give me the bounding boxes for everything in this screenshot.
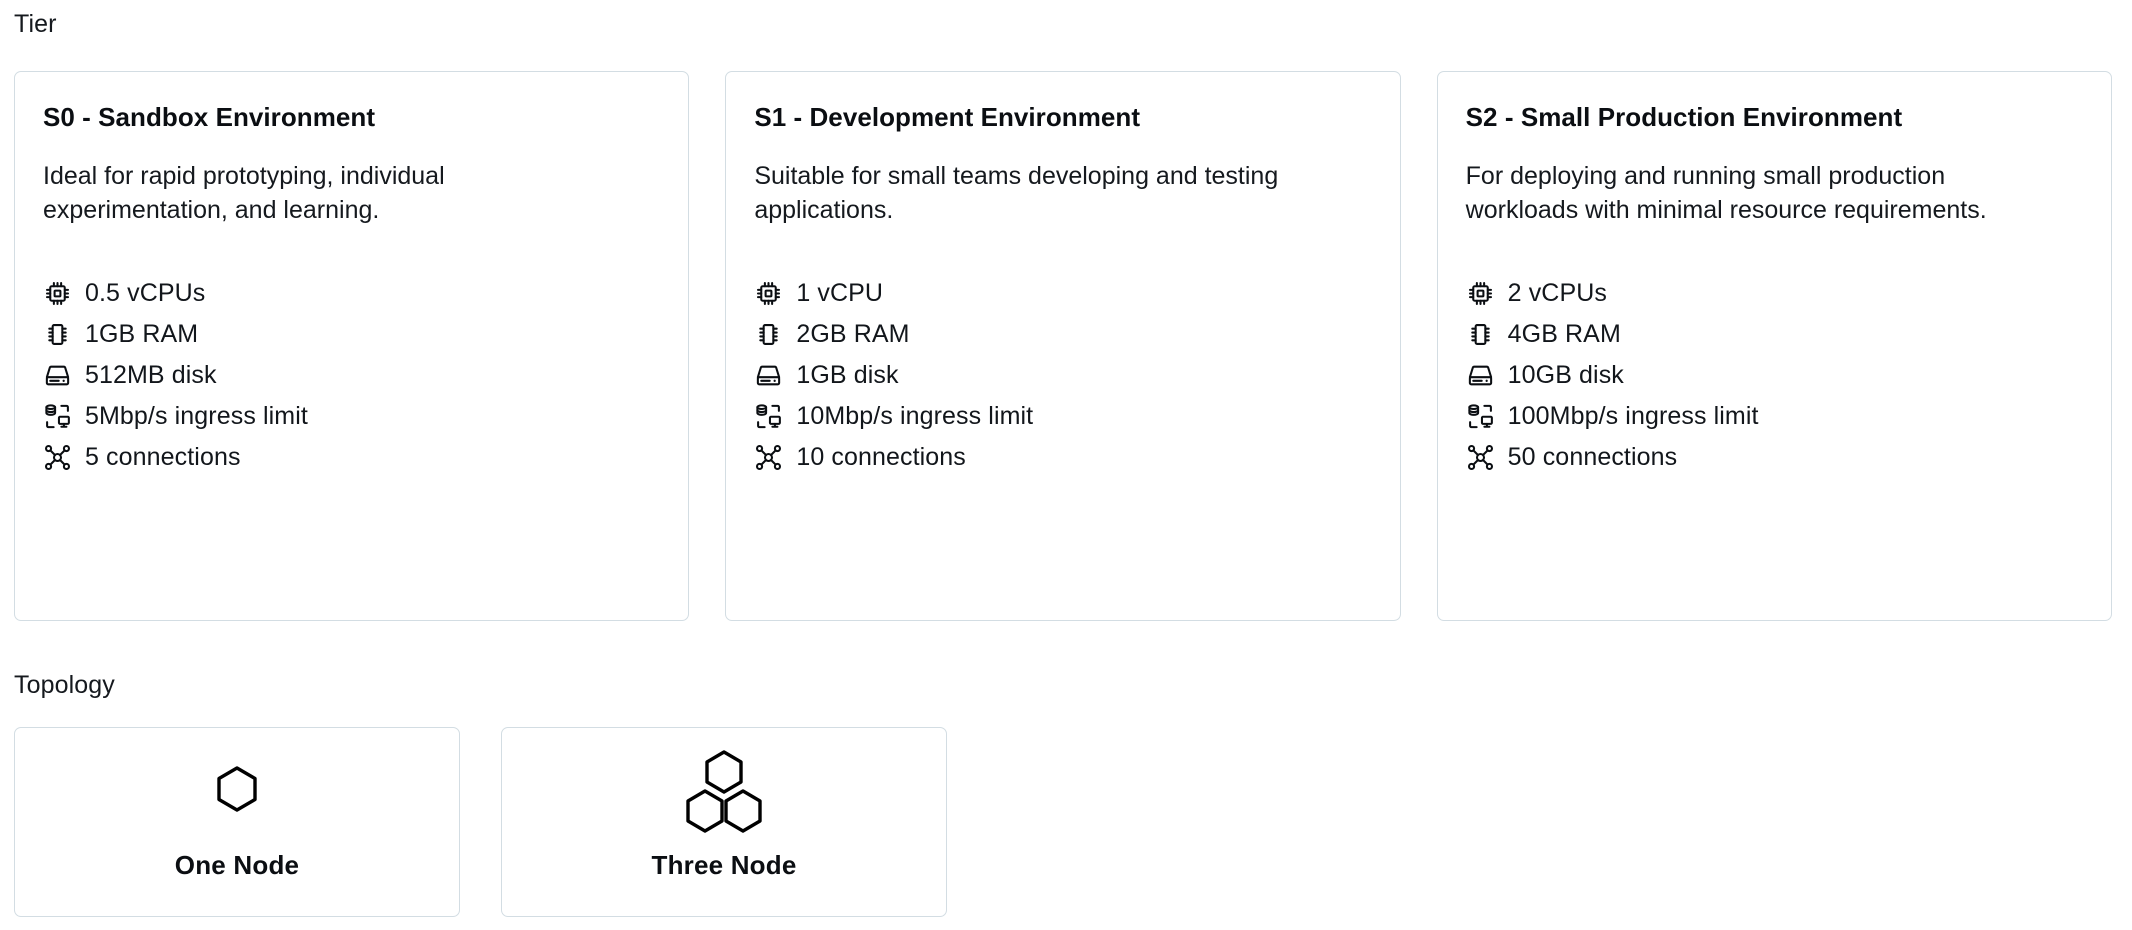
tier-spec-text: 10 connections [796,442,966,471]
tier-spec-text: 10Mbp/s ingress limit [796,401,1034,430]
tier-spec-row: 100Mbp/s ingress limit [1466,396,2083,437]
harddrive-icon [43,361,72,390]
tier-spec-row: 5Mbp/s ingress limit [43,396,660,437]
tier-spec-row: 5 connections [43,437,660,478]
topology-card-list: One Node Three Node [14,727,947,917]
data-transfer-icon [1466,402,1495,431]
topology-section-label: Topology [14,671,115,699]
tier-spec-text: 4GB RAM [1507,319,1621,348]
tier-spec-text: 2 vCPUs [1507,278,1607,307]
connections-icon [1466,443,1495,472]
tier-spec-row: 1GB disk [754,355,1371,396]
tier-spec-row: 0.5 vCPUs [43,273,660,314]
tier-spec-list: 1 vCPU 2GB RAM 1GB disk 10Mbp/s ingress … [754,273,1371,478]
tier-spec-row: 1GB RAM [43,314,660,355]
tier-spec-row: 2 vCPUs [1466,273,2083,314]
tier-section-label: Tier [14,10,57,38]
topology-card[interactable]: One Node [14,727,460,917]
tier-spec-text: 50 connections [1507,442,1678,471]
harddrive-icon [1466,361,1495,390]
tier-spec-text: 100Mbp/s ingress limit [1507,401,1759,430]
tier-spec-text: 512MB disk [85,360,217,389]
tier-spec-row: 10GB disk [1466,355,2083,396]
three-hexagon-icon [681,750,767,833]
tier-spec-text: 1GB RAM [85,319,199,348]
tier-spec-text: 10GB disk [1507,360,1624,389]
tier-spec-row: 512MB disk [43,355,660,396]
tier-card-title: S0 - Sandbox Environment [43,102,376,132]
tier-card-description: Suitable for small teams developing and … [754,161,1279,224]
topology-card-label: One Node [174,850,300,880]
tier-spec-list: 0.5 vCPUs 1GB RAM 512MB disk 5Mbp/s ingr… [43,273,660,478]
cpu-icon [754,279,783,308]
tier-spec-row: 50 connections [1466,437,2083,478]
tier-spec-text: 1GB disk [796,360,899,389]
tier-spec-row: 2GB RAM [754,314,1371,355]
tier-spec-text: 0.5 vCPUs [85,278,206,307]
harddrive-icon [754,361,783,390]
tier-spec-text: 2GB RAM [796,319,910,348]
memory-icon [43,320,72,349]
tier-spec-text: 1 vCPU [796,278,884,307]
memory-icon [754,320,783,349]
topology-card-label: Three Node [651,850,797,880]
data-transfer-icon [754,402,783,431]
cpu-icon [43,279,72,308]
tier-spec-text: 5 connections [85,442,241,471]
topology-card[interactable]: Three Node [501,727,947,917]
cpu-icon [1466,279,1495,308]
tier-spec-list: 2 vCPUs 4GB RAM 10GB disk 100Mbp/s ingre… [1466,273,2083,478]
tier-card-description: Ideal for rapid prototyping, individual … [43,161,445,224]
tier-spec-row: 1 vCPU [754,273,1371,314]
connections-icon [43,443,72,472]
tier-card-title: S2 - Small Production Environment [1465,102,1903,132]
tier-card-description: For deploying and running small producti… [1465,161,1987,224]
tier-spec-row: 4GB RAM [1466,314,2083,355]
tier-spec-row: 10Mbp/s ingress limit [754,396,1371,437]
tier-spec-row: 10 connections [754,437,1371,478]
tier-card-title: S1 - Development Environment [754,102,1141,132]
memory-icon [1466,320,1495,349]
single-hexagon-icon [213,754,261,830]
tier-spec-text: 5Mbp/s ingress limit [85,401,308,430]
data-transfer-icon [43,402,72,431]
connections-icon [754,443,783,472]
